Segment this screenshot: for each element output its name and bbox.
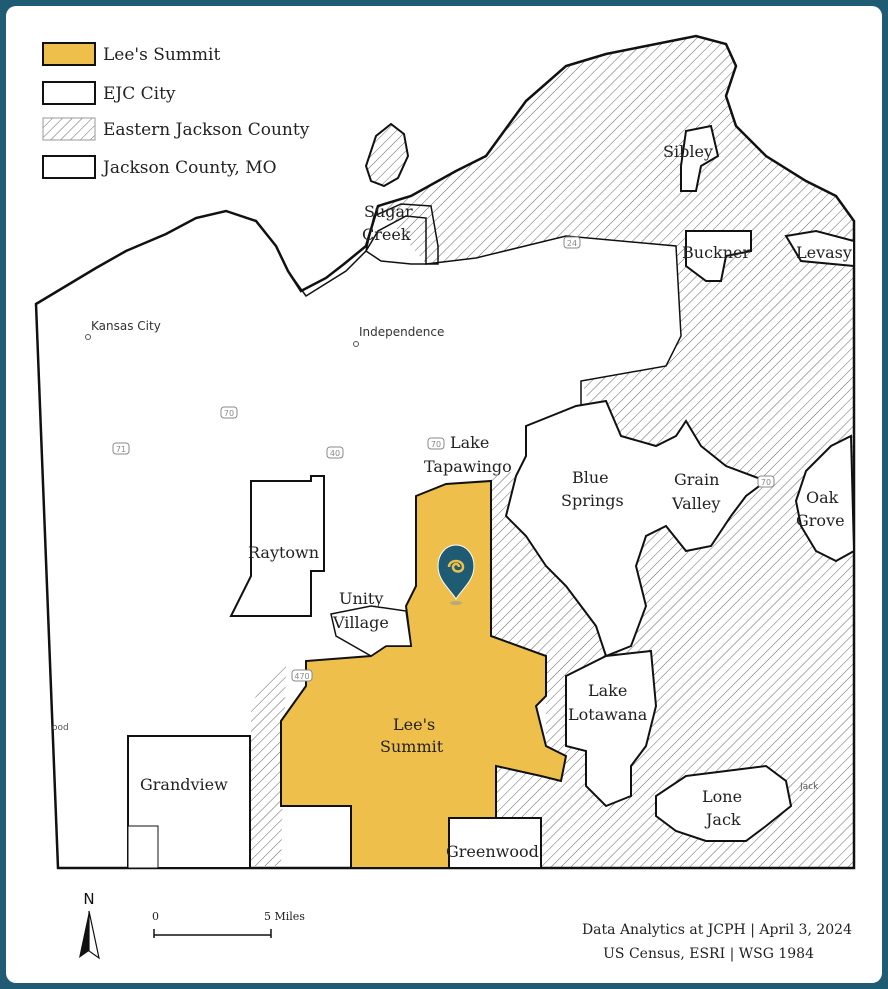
lone-jack-area xyxy=(655,764,793,842)
svg-text:70: 70 xyxy=(761,478,771,487)
road-shield: 470 xyxy=(291,669,313,682)
map-frame: 24 70 40 71 70 70 470 Lee's Summit EJC C… xyxy=(6,6,882,983)
label-grain-valley: Grain xyxy=(674,470,719,489)
road-shields: 24 70 40 71 70 70 470 xyxy=(112,236,775,682)
label-lake-lotawana: Lake xyxy=(588,681,627,700)
buckner-area xyxy=(685,230,752,282)
label-ood: ood xyxy=(52,723,69,733)
legend-swatch-eastern-jackson xyxy=(42,117,96,141)
svg-text:470: 470 xyxy=(294,672,309,681)
legend-label: Eastern Jackson County xyxy=(103,120,310,140)
label-blue-springs: Springs xyxy=(561,491,624,510)
eastern-jackson-west-hatch xyxy=(251,666,286,866)
scale-start-label: 0 xyxy=(152,910,159,923)
label-independence: Independence xyxy=(359,325,444,339)
label-grain-valley: Valley xyxy=(671,494,720,513)
svg-text:24: 24 xyxy=(567,239,577,248)
label-oak-grove: Grove xyxy=(796,511,845,530)
svg-text:70: 70 xyxy=(431,440,441,449)
blue-springs-area xyxy=(504,399,769,658)
legend: Lee's Summit EJC City Eastern Jackson Co… xyxy=(42,42,310,179)
road-shield: 70 xyxy=(427,437,445,450)
label-sibley: Sibley xyxy=(663,142,713,161)
road-shield: 40 xyxy=(326,446,344,459)
label-greenwood: Greenwood xyxy=(446,842,539,861)
scale-bar: 0 5 Miles xyxy=(152,910,305,938)
label-lone-jack: Lone xyxy=(702,787,742,806)
road-shield: 71 xyxy=(112,442,130,455)
greenwood-area xyxy=(448,817,542,869)
sugar-creek-boundary xyxy=(365,203,439,265)
label-levasy: Levasy xyxy=(796,243,852,262)
road-shield: 70 xyxy=(220,406,238,419)
label-lees-summit: Lee's xyxy=(393,715,435,734)
grandview-notch xyxy=(127,825,159,869)
label-lake-tapawingo: Tapawingo xyxy=(424,457,512,476)
place-labels: Sugar Creek Sibley Buckner Levasy Kansas… xyxy=(52,142,852,861)
kansas-city-dot xyxy=(85,334,91,340)
sugar-creek-river-bend xyxy=(364,122,410,188)
label-blue-springs: Blue xyxy=(572,468,609,487)
road-shield: 70 xyxy=(757,475,775,488)
legend-label: EJC City xyxy=(103,84,176,104)
oak-grove-area xyxy=(794,434,856,563)
label-buckner: Buckner xyxy=(682,243,750,262)
legend-label: Lee's Summit xyxy=(103,45,220,65)
independence-dot xyxy=(353,341,359,347)
raytown-area xyxy=(229,475,325,617)
legend-swatch-ejc-city xyxy=(42,81,96,105)
lake-lotawana-area xyxy=(565,649,658,808)
label-oak-grove: Oak xyxy=(806,488,839,507)
credit-line-1: Data Analytics at JCPH | April 3, 2024 xyxy=(582,922,852,938)
jackson-county-outline xyxy=(34,34,856,870)
label-unity-village: Unity xyxy=(339,589,383,608)
road-shield: 24 xyxy=(563,236,581,249)
label-sugar-creek: Sugar xyxy=(364,202,413,221)
levasy-area xyxy=(784,229,855,268)
svg-text:71: 71 xyxy=(116,445,126,454)
location-marker-icon xyxy=(437,544,475,605)
scale-end-label: 5 Miles xyxy=(264,910,305,923)
svg-text:70: 70 xyxy=(224,409,234,418)
svg-text:40: 40 xyxy=(330,449,340,458)
unity-village-area xyxy=(330,605,412,657)
label-lone-jack: Jack xyxy=(704,810,741,829)
label-lake-lotawana: Lotawana xyxy=(568,705,648,724)
label-unity-village: Village xyxy=(332,613,389,632)
legend-label: Jackson County, MO xyxy=(101,158,277,178)
label-grandview: Grandview xyxy=(140,775,228,794)
svg-text:N: N xyxy=(83,890,94,908)
label-kansas-city: Kansas City xyxy=(91,319,161,333)
label-raytown: Raytown xyxy=(248,543,319,562)
map-canvas: 24 70 40 71 70 70 470 Lee's Summit EJC C… xyxy=(34,34,856,962)
label-lees-summit: Summit xyxy=(380,737,444,756)
label-jack: Jack xyxy=(799,782,819,792)
label-sugar-creek: Creek xyxy=(362,225,411,244)
legend-swatch-jackson-county xyxy=(42,155,96,179)
sibley-area xyxy=(680,124,720,192)
north-arrow-icon: N xyxy=(79,890,100,960)
credit-line-2: US Census, ESRI | WSG 1984 xyxy=(603,946,814,962)
label-lake-tapawingo: Lake xyxy=(450,433,489,452)
legend-swatch-lees-summit xyxy=(42,42,96,66)
